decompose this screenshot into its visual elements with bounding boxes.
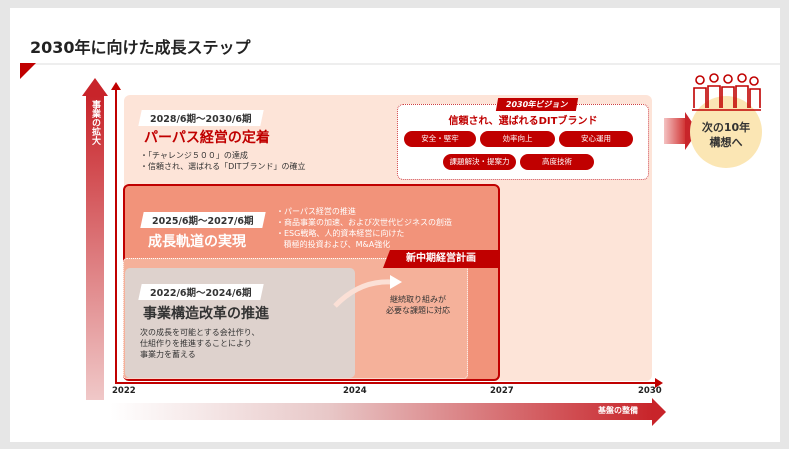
vision-pill: 課題解決・提案力 [443, 154, 516, 170]
x-axis-line [116, 382, 656, 384]
phase2-bullets: ・パーパス経営の推進 ・商品事業の加速、および次世代ビジネスの創造 ・ESG戦略… [276, 207, 452, 249]
arrow-right-icon [652, 398, 666, 426]
phase1-desc: 次の成長を可能とする会社作り、仕組作りを推進することにより事業力を蓄える [140, 328, 260, 359]
phase3-period: 2028/6期～2030/6期 [138, 110, 264, 126]
y-axis-line [115, 88, 117, 384]
year-label: 2027 [490, 386, 514, 396]
vertical-axis-label: 事業の拡大 [90, 100, 100, 145]
year-label: 2030 [638, 386, 662, 396]
x-axis-arrow-icon [655, 378, 663, 388]
curved-arrow-icon [333, 275, 402, 308]
people-icon [692, 73, 761, 111]
year-label: 2024 [343, 386, 367, 396]
phase2-heading: 成長軌道の実現 [148, 234, 246, 250]
phase3-bullets: ・「チャレンジ５００」の達成 ・信頼され、選ばれる「DITブランド」の確立 [140, 151, 306, 171]
y-axis-arrow-icon [111, 82, 121, 90]
phase1-heading: 事業構造改革の推進 [143, 306, 269, 322]
plan-banner: 新中期経営計画 [383, 250, 499, 268]
continuing-text: 継続取り組みが必要な課題に対応 [386, 295, 450, 315]
year-label: 2022 [112, 386, 136, 396]
arrow-up-icon [82, 78, 108, 96]
phase2-period: 2025/6期～2027/6期 [140, 212, 266, 228]
vision-pill: 安心運用 [559, 131, 633, 147]
vertical-growth-arrow [86, 96, 104, 400]
divider [20, 63, 780, 65]
horizontal-axis-label: 基盤の整備 [598, 406, 638, 415]
foundation-arrow [110, 403, 653, 420]
next-text: 次の10年構想へ [701, 121, 751, 149]
vision-pill: 安全・堅牢 [404, 131, 476, 147]
corner-accent [20, 63, 36, 79]
vision-pill: 効率向上 [480, 131, 555, 147]
vision-pill: 高度技術 [520, 154, 594, 170]
page-title: 2030年に向けた成長ステップ [30, 38, 251, 57]
vision-title: 信頼され、選ばれるDITブランド [448, 116, 598, 127]
phase1-period: 2022/6期～2024/6期 [138, 284, 264, 300]
phase3-heading: パーパス経営の定着 [144, 130, 270, 146]
next-arrow [664, 118, 686, 144]
vision-tag: 2030年ビジョン [495, 98, 579, 111]
